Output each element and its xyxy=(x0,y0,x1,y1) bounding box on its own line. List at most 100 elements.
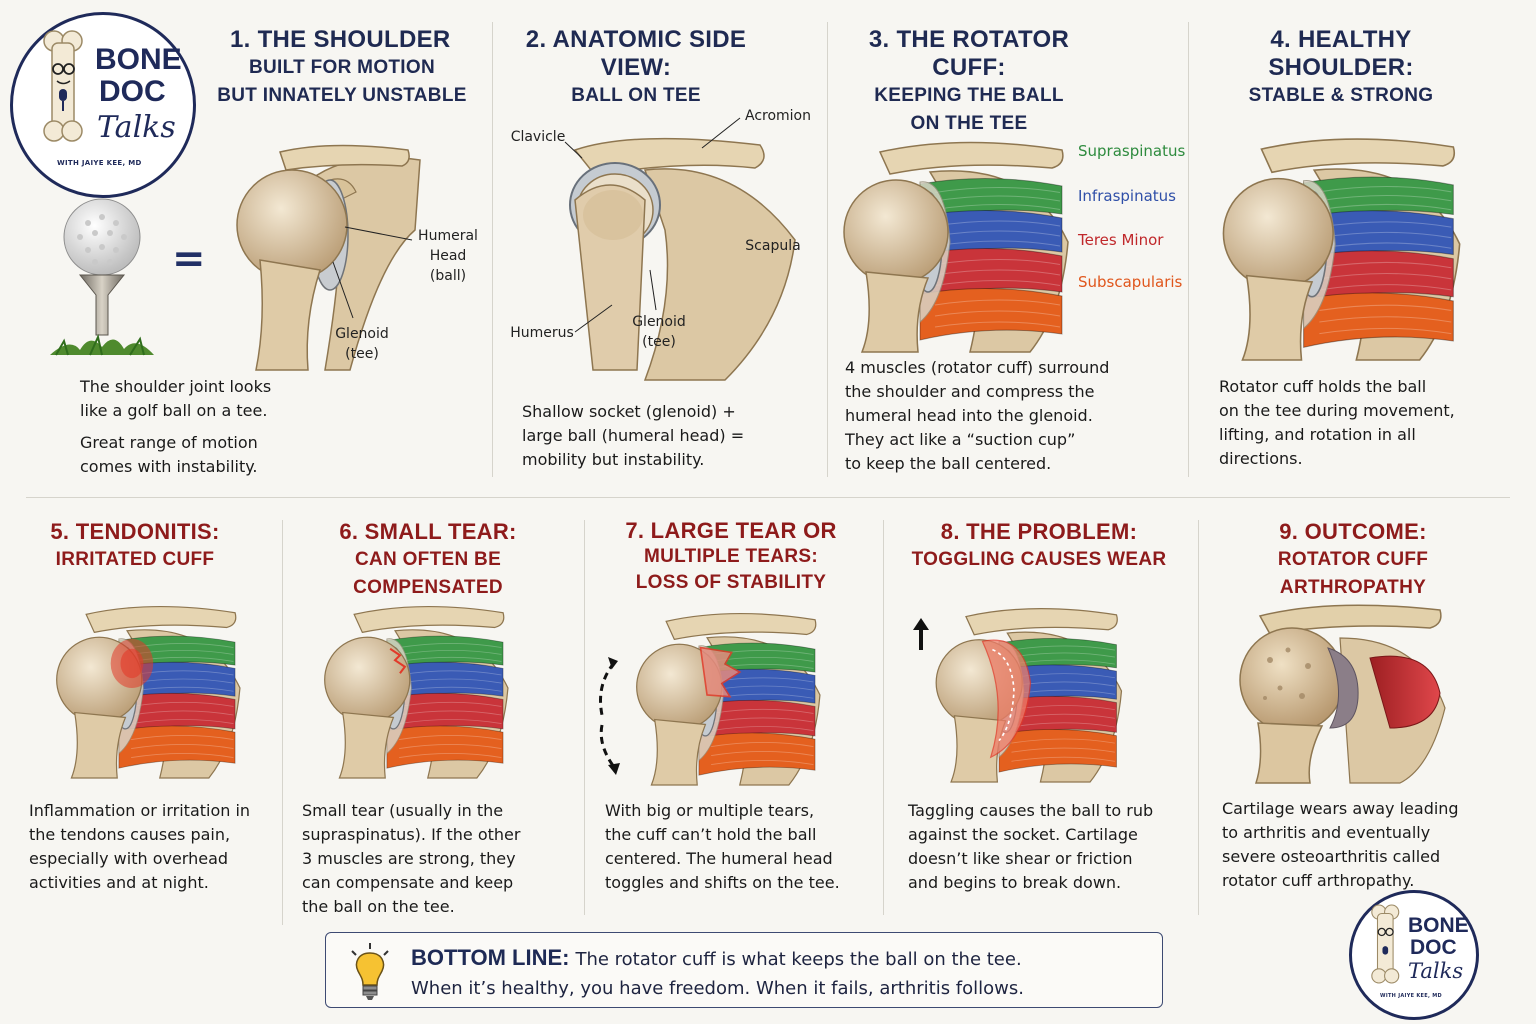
bottom-line-text: BOTTOM LINE:The rotator cuff is what kee… xyxy=(411,943,1024,1003)
wear-zone xyxy=(981,639,1032,759)
bone-doc-talks-logo: BONE DOC Talks WITH JAIYE KEE, MD xyxy=(10,12,196,198)
label-humerus: Humerus xyxy=(510,325,574,341)
label-humeral-head: Humeral Head (ball) xyxy=(418,228,478,284)
bottom-line-box: BOTTOM LINE:The rotator cuff is what kee… xyxy=(325,932,1163,1008)
subscapularis-muscle xyxy=(998,729,1117,773)
panel1-sub1: BUILT FOR MOTION xyxy=(249,57,435,78)
logo-byline: WITH JAIYE KEE, MD xyxy=(57,159,142,167)
logo-bottom-byline: WITH JAIYE KEE, MD xyxy=(1380,993,1442,999)
rotator-cuff-illustration-3 xyxy=(843,141,1069,353)
panel7-heading: 7. LARGE TEAR OR xyxy=(625,518,837,543)
panel5-sub1: IRRITATED CUFF xyxy=(55,549,215,570)
muscle-label-teres-minor: Teres Minor xyxy=(1078,231,1164,249)
muscle-label-supraspinatus: Supraspinatus xyxy=(1078,142,1186,160)
panel8-sub1: TOGGLING CAUSES WEAR xyxy=(911,549,1167,570)
label-glenoid-p2: Glenoid (tee) xyxy=(632,314,686,350)
muscle-label-subscapularis: Subscapularis xyxy=(1078,273,1183,291)
equals-sign: = xyxy=(172,236,206,282)
toggle-arrows-icon xyxy=(599,657,620,775)
humerus-shaft-shape xyxy=(1241,274,1314,361)
label-acromion: Acromion xyxy=(744,108,811,124)
logo-bottom-line3: Talks xyxy=(1408,959,1464,983)
panel7-description: With big or multiple tears,the cuff can’… xyxy=(605,801,840,892)
panel3-heading: 3. THE ROTATOR CUFF: xyxy=(868,26,1070,81)
panel2-heading: 2. ANATOMIC SIDE VIEW: xyxy=(525,26,747,81)
logo-bottom-line2: DOC xyxy=(1410,936,1457,959)
divider-5-6 xyxy=(282,520,283,925)
panel8-title: 8. THE PROBLEM: TOGGLING CAUSES WEAR xyxy=(900,518,1178,574)
acromion-shape xyxy=(878,141,1064,175)
shoulder-illustration-2 xyxy=(569,137,796,381)
panel1-heading: 1. THE SHOULDER xyxy=(230,26,451,53)
humerus-shaft-shape xyxy=(860,271,930,353)
panel3-title: 3. THE ROTATOR CUFF: KEEPING THE BALL ON… xyxy=(836,26,1102,138)
panel4-title: 4. HEALTHY SHOULDER: STABLE & STRONG xyxy=(1200,26,1482,110)
label-lines-panel2 xyxy=(564,117,741,333)
panel4-sub1: STABLE & STRONG xyxy=(1248,85,1434,106)
acromion-shape xyxy=(665,612,817,641)
panel7-sub2: LOSS OF STABILITY xyxy=(635,572,827,593)
panel2-description: Shallow socket (glenoid) +large ball (hu… xyxy=(522,402,745,469)
humeral-head-shape xyxy=(843,179,949,285)
label-glenoid-p1: Glenoid (tee) xyxy=(335,326,389,362)
bone-mascot-icon-bottom xyxy=(1371,904,1400,984)
rotator-cuff-illustration-5 xyxy=(56,605,241,779)
panel2-sub1: BALL ON TEE xyxy=(571,85,701,106)
large-tear-mark xyxy=(699,646,742,698)
humerus-shaft-shape xyxy=(70,711,127,779)
panel6-sub1: CAN OFTEN BE COMPENSATED xyxy=(353,549,503,598)
panel4-heading: 4. HEALTHY SHOULDER: xyxy=(1268,26,1414,81)
bottom-line-l1: The rotator cuff is what keeps the ball … xyxy=(575,949,1022,970)
divider-6-7 xyxy=(584,520,585,915)
divider-1-2 xyxy=(492,22,493,477)
panel3-sub1: KEEPING THE BALL xyxy=(874,85,1064,106)
acromion-shape xyxy=(85,605,237,634)
label-scapula: Scapula xyxy=(745,238,801,254)
panel6-heading: 6. SMALL TEAR: xyxy=(339,519,517,544)
subscapularis-muscle xyxy=(386,725,504,769)
label-clavicle: Clavicle xyxy=(510,129,566,145)
panel9-sub1: ROTATOR CUFF ARTHROPATHY xyxy=(1277,549,1429,598)
panel1-title: 1. THE SHOULDER BUILT FOR MOTION BUT INN… xyxy=(212,26,472,110)
panel9-title: 9. OUTCOME: ROTATOR CUFF ARTHROPATHY xyxy=(1212,518,1494,602)
acromion-shape xyxy=(965,608,1118,636)
panel6-title: 6. SMALL TEAR: CAN OFTEN BE COMPENSATED xyxy=(290,518,566,602)
subscapularis-muscle xyxy=(698,732,816,776)
arthropathy-illustration-9 xyxy=(1239,604,1446,784)
subscapularis-muscle xyxy=(919,288,1063,341)
small-tear-mark xyxy=(389,647,407,674)
panel5-heading: 5. TENDONITIS: xyxy=(50,519,220,544)
panel5-title: 5. TENDONITIS: IRRITATED CUFF xyxy=(20,518,250,574)
up-arrow-icon xyxy=(913,618,929,650)
label-lines-panel1 xyxy=(332,226,413,319)
muscle-label-infraspinatus: Infraspinatus xyxy=(1078,187,1176,205)
bone-doc-talks-logo-bottom: BONE DOC Talks WITH JAIYE KEE, MD xyxy=(1349,890,1479,1020)
humeral-head-shape xyxy=(1222,177,1334,290)
row-divider xyxy=(26,497,1510,498)
panel8-heading: 8. THE PROBLEM: xyxy=(940,519,1138,544)
humerus-shaft-shape xyxy=(338,711,395,779)
logo-line1: BONE xyxy=(95,43,182,76)
panel3-sub2: ON THE TEE xyxy=(910,113,1028,134)
bottom-line-l2: When it’s healthy, you have freedom. Whe… xyxy=(411,978,1024,999)
humeral-head-shape xyxy=(324,636,411,723)
logo-line3: Talks xyxy=(97,110,176,145)
divider-8-9 xyxy=(1198,520,1199,915)
subscapularis-muscle xyxy=(118,725,236,769)
bottom-line-label: BOTTOM LINE: xyxy=(411,945,570,970)
divider-2-3 xyxy=(827,22,828,477)
humerus-shaft-shape xyxy=(650,718,707,786)
panel7-title: 7. LARGE TEAR OR MULTIPLE TEARS: LOSS OF… xyxy=(594,518,868,596)
panel1-sub2: BUT INNATELY UNSTABLE xyxy=(217,85,467,106)
rotator-cuff-illustration-7 xyxy=(636,612,821,786)
golf-ball-on-tee-icon xyxy=(50,198,154,356)
panel2-title: 2. ANATOMIC SIDE VIEW: BALL ON TEE xyxy=(500,26,772,110)
panel7-sub1: MULTIPLE TEARS: xyxy=(643,546,819,567)
